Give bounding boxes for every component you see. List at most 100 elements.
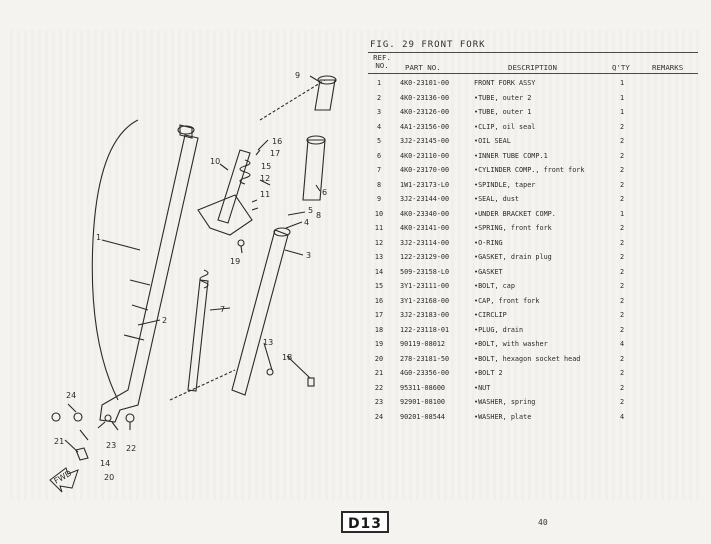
- cell-description: •PLUG, drain: [474, 325, 524, 334]
- table-row: 23 92901-08100 •WASHER, spring 2: [368, 395, 698, 410]
- cell-qty: 2: [619, 296, 625, 305]
- cell-part-no: 4K0-23141-00: [400, 224, 450, 232]
- cell-ref-no: 14: [374, 267, 384, 276]
- callout-18: 18: [282, 353, 292, 362]
- callout-22: 22: [126, 444, 136, 453]
- cell-description: •CIRCLIP: [474, 311, 507, 319]
- callout-7: 7: [220, 305, 225, 314]
- cell-ref-no: 16: [374, 296, 384, 305]
- cell-ref-no: 8: [376, 180, 382, 189]
- cell-description: •WASHER, plate: [474, 412, 532, 421]
- cell-description: FRONT FORK ASSY: [474, 79, 536, 87]
- left-fork-cap: [177, 125, 195, 135]
- cell-description: •SEAL, dust: [474, 195, 520, 203]
- callout-2: 2: [162, 316, 167, 325]
- cell-part-no: 90201-08544: [400, 412, 446, 421]
- cell-ref-no: 5: [376, 137, 382, 145]
- table-row: 6 4K0-23110-00 •INNER TUBE COMP.1 2: [368, 149, 698, 164]
- cell-ref-no: 23: [374, 398, 384, 406]
- callout-4: 4: [304, 218, 309, 227]
- cell-qty: 2: [619, 195, 625, 203]
- cell-qty: 2: [619, 354, 625, 363]
- cell-part-no: 4A1-23156-00: [400, 122, 450, 131]
- cell-qty: 2: [619, 151, 625, 160]
- cell-description: •CAP, front fork: [474, 296, 540, 305]
- cell-qty: 4: [619, 340, 625, 348]
- cell-ref-no: 2: [376, 93, 382, 102]
- cell-description: •CYLINDER COMP., front fork: [474, 166, 585, 174]
- callout-13: 13: [263, 338, 273, 347]
- cell-description: •BOLT 2: [474, 369, 503, 377]
- fwd-arrow-shape: [49, 467, 79, 493]
- header-ref-no-line2: NO.: [375, 61, 389, 70]
- cell-qty: 2: [619, 325, 625, 334]
- cell-qty: 4: [619, 412, 625, 421]
- cell-ref-no: 24: [374, 412, 384, 421]
- cell-part-no: 3J2-23144-00: [400, 195, 450, 203]
- cell-ref-no: 4: [376, 122, 382, 131]
- table-row: 2 4K0-23136-00 •TUBE, outer 2 1: [368, 91, 698, 106]
- cell-ref-no: 6: [376, 151, 382, 160]
- callout-9: 9: [295, 71, 300, 80]
- cell-part-no: 3Y1-23111-00: [400, 282, 450, 290]
- cell-description: •TUBE, outer 2: [474, 93, 532, 102]
- cell-part-no: 4K0-23101-00: [400, 79, 450, 87]
- cell-ref-no: 11: [374, 224, 384, 232]
- cell-part-no: 4K0-23110-00: [400, 151, 450, 160]
- callout-8: 8: [316, 211, 321, 220]
- section-badge: D13: [341, 511, 389, 533]
- cell-description: •O-RING: [474, 238, 503, 247]
- under-bracket: [197, 194, 253, 236]
- callout-5: 5: [308, 206, 313, 215]
- cell-qty: 2: [619, 137, 625, 145]
- callout-20: 20: [104, 473, 114, 482]
- cell-part-no: 4K0-23136-00: [400, 93, 450, 102]
- cell-description: •WASHER, spring: [474, 398, 536, 406]
- cell-ref-no: 10: [374, 209, 384, 218]
- gasket-13: [266, 368, 274, 376]
- header-ref-no: REF. NO.: [371, 54, 393, 70]
- cell-qty: 2: [619, 267, 625, 276]
- cell-part-no: 122-23118-01: [400, 325, 450, 334]
- left-fork-bands: [123, 279, 151, 341]
- callout-16: 16: [272, 137, 282, 146]
- ref1-bracket: [91, 119, 139, 401]
- washer-23: [104, 414, 112, 422]
- drain-plug-18: [307, 377, 315, 387]
- dust-seal: [314, 79, 336, 111]
- cell-ref-no: 12: [374, 238, 384, 247]
- cell-description: •SPRING, front fork: [474, 224, 552, 232]
- cell-qty: 1: [619, 108, 625, 116]
- cell-qty: 1: [619, 93, 625, 102]
- bolt-20: [75, 447, 89, 461]
- inner-tube-comp-top: [306, 135, 326, 145]
- callout-3: 3: [306, 251, 311, 260]
- cell-description: •BOLT, hexagon socket head: [474, 354, 581, 363]
- nut-22: [125, 413, 135, 423]
- header-qty: Q'TY: [612, 63, 630, 72]
- cell-qty: 2: [619, 398, 625, 406]
- cell-part-no: 92901-08100: [400, 398, 446, 406]
- inner-tube-comp: [302, 139, 326, 201]
- cell-qty: 1: [619, 79, 625, 87]
- cell-description: •UNDER BRACKET COMP.: [474, 209, 556, 218]
- cell-qty: 2: [619, 253, 625, 261]
- cell-description: •INNER TUBE COMP.1: [474, 151, 548, 160]
- diagram-lines: [51, 75, 337, 461]
- cell-description: •OIL SEAL: [474, 137, 511, 145]
- header-bottom-rule: [368, 73, 698, 74]
- cell-ref-no: 17: [374, 311, 384, 319]
- cell-ref-no: 21: [374, 369, 384, 377]
